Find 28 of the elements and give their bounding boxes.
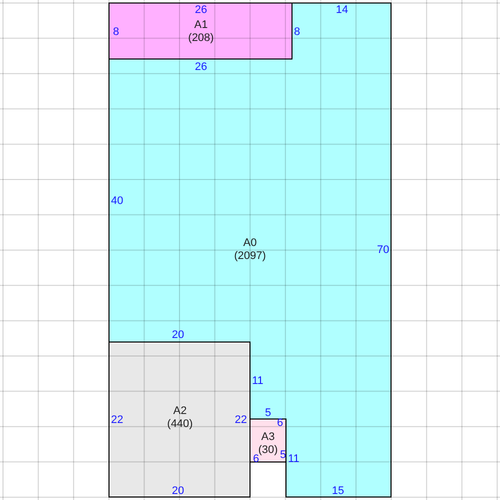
area-rectangle xyxy=(109,3,292,59)
dimension-label: 70 xyxy=(377,244,390,256)
area-name: A1 xyxy=(194,19,208,32)
dimension-label: 8 xyxy=(113,26,120,38)
area-name: (30) xyxy=(258,444,278,456)
dimension-label: 6 xyxy=(276,417,284,429)
area-name: (208) xyxy=(188,32,214,45)
area-name: A0 xyxy=(243,237,257,250)
dimension-label: 15 xyxy=(332,485,344,497)
dimension-label: 11 xyxy=(288,453,300,465)
dimension-label: 20 xyxy=(172,485,184,497)
area-name: (2097) xyxy=(234,250,266,263)
area-rectangle xyxy=(109,342,250,497)
dimension-label: 26 xyxy=(194,4,208,16)
dimension-label: 40 xyxy=(111,195,124,207)
area-name: A2 xyxy=(173,405,187,418)
dimension-label: 5 xyxy=(264,407,272,419)
dimension-label: 20 xyxy=(172,329,184,341)
area-name: (440) xyxy=(167,418,193,431)
area-rectangle xyxy=(250,419,286,462)
dimension-label: 11 xyxy=(252,375,264,387)
dimension-label: 14 xyxy=(336,4,348,16)
area-polygon xyxy=(109,3,391,497)
area-name: A3 xyxy=(261,431,275,444)
dimension-label: 26 xyxy=(194,61,208,73)
dimension-label: 8 xyxy=(294,26,300,38)
dimension-label: 22 xyxy=(111,414,124,426)
dimension-label: 22 xyxy=(234,414,247,426)
